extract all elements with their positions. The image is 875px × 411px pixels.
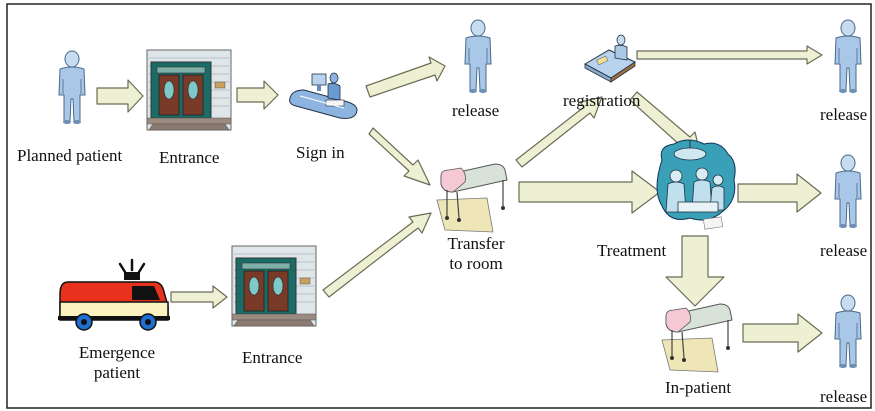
sign-in-desk-icon bbox=[289, 72, 358, 119]
release-label-right-mid: release bbox=[820, 241, 868, 260]
release-person-icon-top bbox=[464, 19, 492, 94]
emergence-label-line2: patient bbox=[93, 363, 141, 382]
arrow-signin-to-transfer bbox=[368, 127, 431, 186]
planned-patient-label: Planned patient bbox=[17, 146, 123, 165]
arrow-transfer-to-treatment bbox=[518, 170, 661, 214]
arrow-entrance-to-transfer bbox=[322, 212, 432, 298]
treatment-label: Treatment bbox=[597, 241, 667, 260]
release-label-bottom: release bbox=[820, 387, 868, 406]
emergence-patient-label: Emergence patient bbox=[70, 343, 164, 383]
release-person-icon-right-mid bbox=[834, 154, 862, 229]
planned-patient-icon bbox=[58, 50, 86, 125]
entrance-label-top: Entrance bbox=[159, 148, 220, 167]
transfer-bed-icon bbox=[436, 163, 508, 233]
transfer-label-line1: Transfer bbox=[447, 234, 505, 253]
arrow-signin-to-release bbox=[365, 56, 446, 98]
entrance-label-bottom: Entrance bbox=[242, 348, 303, 367]
arrow-transfer-to-registration bbox=[515, 96, 603, 168]
registration-label: registration bbox=[563, 91, 641, 110]
arrow-entrance-to-signin bbox=[236, 80, 279, 110]
inpatient-bed-icon bbox=[661, 303, 733, 373]
arrow-ambulance-to-entrance bbox=[170, 285, 228, 309]
treatment-surgery-icon bbox=[656, 139, 736, 230]
diagram-frame bbox=[6, 3, 872, 409]
arrow-planned-to-entrance bbox=[96, 79, 144, 113]
ambulance-icon bbox=[58, 258, 170, 331]
release-person-icon-right-top bbox=[834, 19, 862, 94]
arrow-inpatient-to-release bbox=[742, 313, 823, 353]
arrow-treatment-to-release bbox=[737, 173, 822, 213]
release-label-right-top: release bbox=[820, 105, 868, 124]
flow-arrows bbox=[96, 45, 823, 353]
emergence-label-line1: Emergence bbox=[78, 343, 156, 362]
release-person-icon-bottom bbox=[834, 294, 862, 369]
in-patient-label: In-patient bbox=[665, 378, 732, 397]
release-label-top: release bbox=[452, 101, 500, 120]
transfer-label: Transfer to room bbox=[438, 234, 514, 274]
transfer-label-line2: to room bbox=[449, 254, 503, 273]
arrow-treatment-to-inpatient bbox=[665, 235, 725, 307]
registration-desk-icon bbox=[583, 34, 637, 83]
entrance-building-icon-bottom bbox=[231, 245, 317, 327]
entrance-building-icon-top bbox=[146, 49, 232, 131]
arrow-registration-to-release bbox=[636, 45, 823, 65]
sign-in-label: Sign in bbox=[296, 143, 345, 162]
